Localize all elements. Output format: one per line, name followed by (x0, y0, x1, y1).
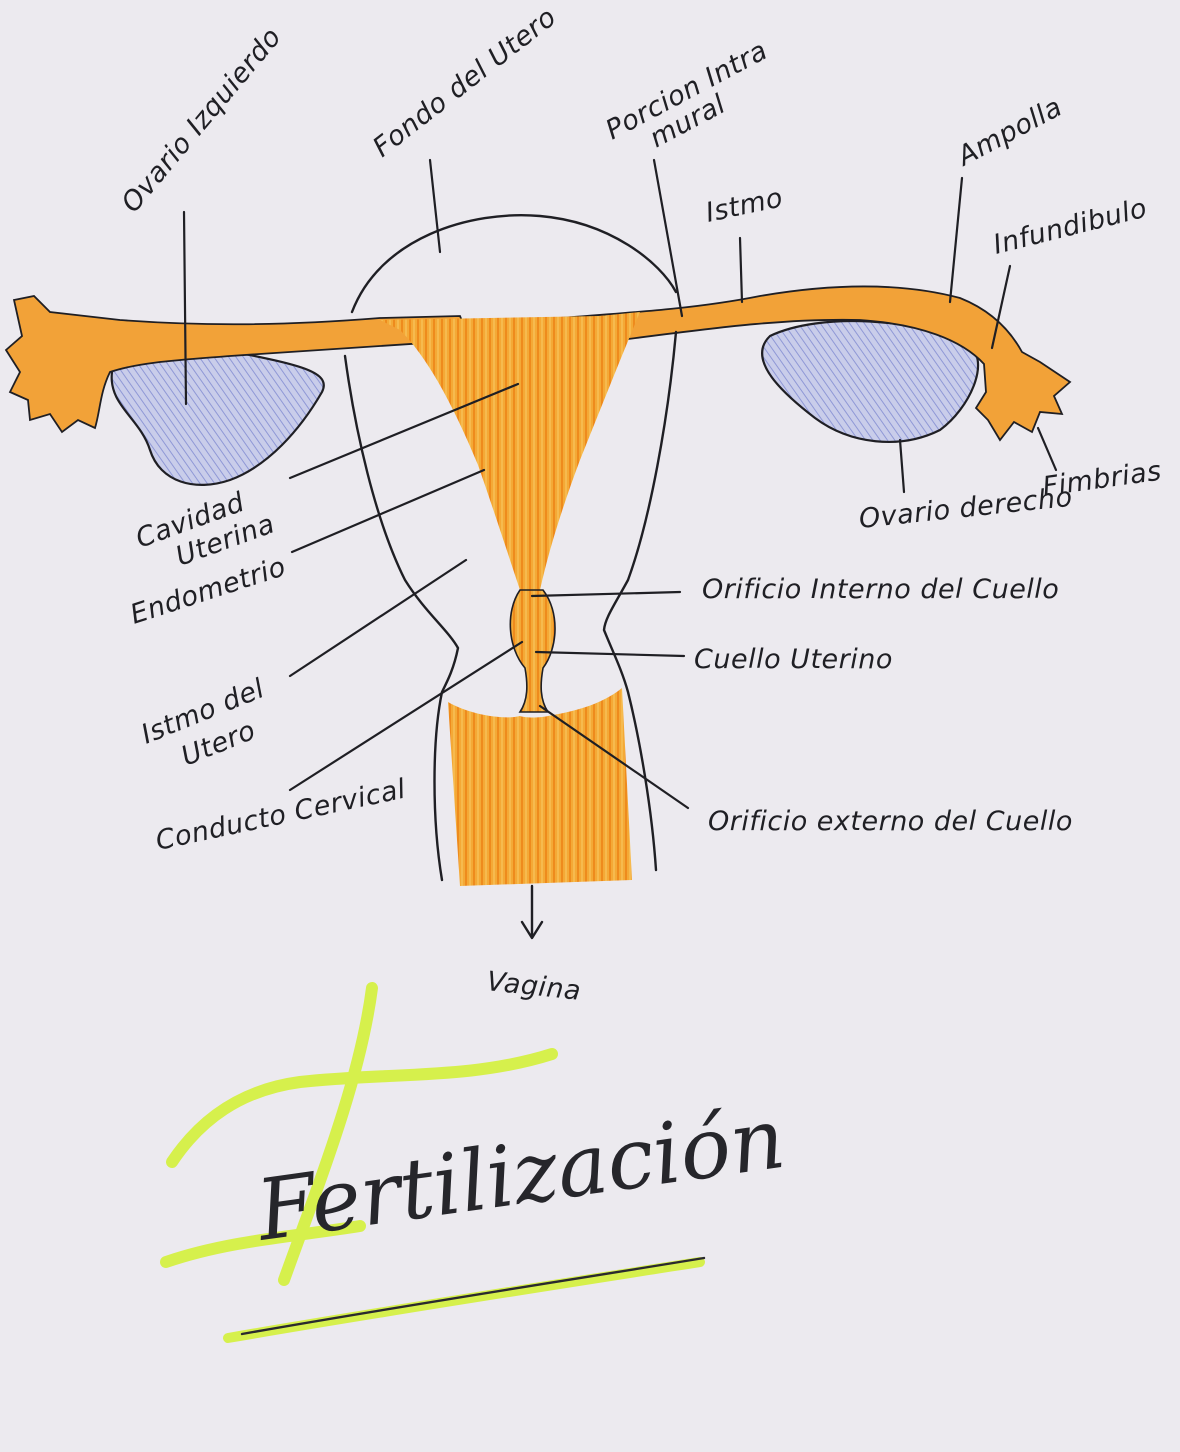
labels: Ovario Izquierdo Fondo del Utero Porcion… (116, 2, 1164, 1007)
label-cervix: Cuello Uterino (694, 644, 893, 675)
uterine-fundus-dome (352, 215, 676, 312)
vagina-arrow (522, 886, 542, 938)
label-right-ovary: Ovario derecho (857, 482, 1073, 535)
uterine-cavity (380, 312, 640, 590)
vagina-canal (448, 688, 632, 886)
page-title: Fertilización (249, 1089, 790, 1260)
highlighter-underline (228, 1262, 700, 1338)
label-infundibulum: Infundibulo (990, 193, 1150, 261)
label-internal-os: Orificio Interno del Cuello (702, 574, 1059, 605)
label-ampulla: Ampolla (951, 92, 1068, 174)
label-vagina: Vagina (485, 966, 582, 1007)
title-block: Fertilización (166, 988, 790, 1338)
label-left-ovary: Ovario Izquierdo (116, 22, 288, 219)
label-fundus: Fondo del Utero (367, 2, 562, 164)
label-external-os: Orificio externo del Cuello (708, 806, 1073, 837)
ink-underline (242, 1258, 704, 1334)
label-cervical-canal: Conducto Cervical (153, 774, 409, 857)
cervix (510, 590, 555, 712)
label-isthmus: Istmo (703, 182, 786, 229)
